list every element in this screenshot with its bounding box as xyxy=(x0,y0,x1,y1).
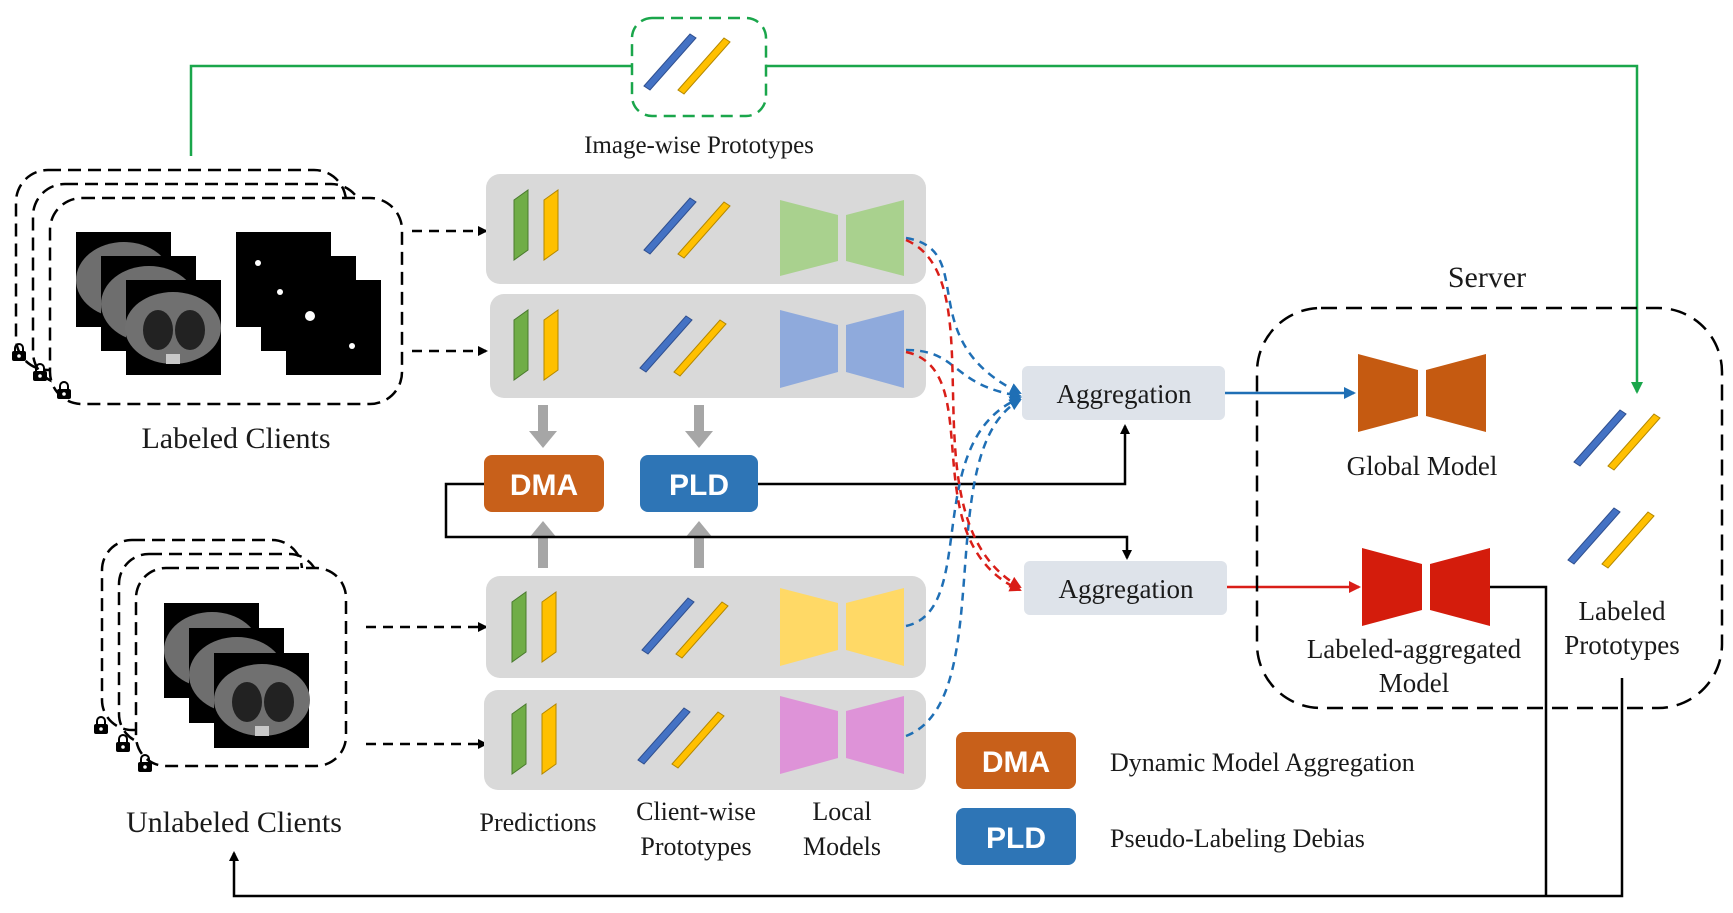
local-row-3 xyxy=(486,576,926,678)
legend-dma-text: Dynamic Model Aggregation xyxy=(1110,748,1415,777)
server-label: Server xyxy=(1448,261,1526,294)
local-model-icon xyxy=(780,588,838,666)
ct-scan-stack xyxy=(76,232,221,375)
image-wise-prototypes-label: Image-wise Prototypes xyxy=(584,132,814,159)
pld-module: PLD xyxy=(640,455,758,512)
local-model-icon xyxy=(780,696,838,774)
labeled-clients-label: Labeled Clients xyxy=(141,422,330,455)
labeled-aggregated-model-label-line2: Model xyxy=(1379,668,1450,698)
green-prototype-flow xyxy=(189,64,1643,394)
module-control-lines xyxy=(444,424,1132,560)
labeled-prototype-icon xyxy=(1567,507,1655,569)
pld-label: PLD xyxy=(669,469,729,502)
legend-dma-abbr: DMA xyxy=(982,746,1050,779)
segmentation-mask-stack xyxy=(236,232,381,375)
local-row-2 xyxy=(490,294,926,398)
ct-scan-stack xyxy=(164,603,310,748)
grey-arrows xyxy=(529,405,713,568)
dma-module: DMA xyxy=(484,455,604,512)
legend: DMA Dynamic Model Aggregation PLD Pseudo… xyxy=(956,732,1415,865)
aggregation-top-label: Aggregation xyxy=(1057,379,1192,409)
legend-item-pld: PLD Pseudo-Labeling Debias xyxy=(956,808,1365,865)
aggregation-bottom-label: Aggregation xyxy=(1059,574,1194,604)
server-feedback-lines xyxy=(229,585,1624,898)
local-model-icon xyxy=(780,310,838,388)
local-models-label-line2: Models xyxy=(803,832,881,861)
labeled-prototype-icon xyxy=(1573,409,1661,471)
lock-icon xyxy=(93,716,109,735)
unlabeled-clients-label: Unlabeled Clients xyxy=(126,806,342,839)
labeled-prototypes-label-line1: Labeled xyxy=(1579,596,1666,626)
server: Server Global Model Labeled-aggregated M… xyxy=(1255,261,1724,710)
client-to-row-arrows xyxy=(366,226,488,749)
aggregation-top: Aggregation xyxy=(1022,366,1225,420)
local-model-icon xyxy=(780,200,838,276)
client-wise-prototypes-label-line2: Prototypes xyxy=(640,832,751,861)
model-upload-curves xyxy=(905,236,1022,738)
labeled-clients: Labeled Clients xyxy=(11,168,404,455)
legend-pld-abbr: PLD xyxy=(986,822,1046,855)
labeled-aggregated-model-label-line1: Labeled-aggregated xyxy=(1307,634,1522,664)
dma-label: DMA xyxy=(510,469,578,502)
legend-item-dma: DMA Dynamic Model Aggregation xyxy=(956,732,1415,789)
labeled-prototypes-label-line2: Prototypes xyxy=(1564,630,1680,660)
lock-icon xyxy=(115,734,131,753)
predictions-label: Predictions xyxy=(480,808,597,837)
local-models-label-line1: Local xyxy=(812,797,871,826)
client-wise-prototypes-label-line1: Client-wise xyxy=(636,797,756,826)
aggregation-bottom: Aggregation xyxy=(1024,561,1227,615)
local-row-4 xyxy=(484,690,926,790)
server-boundary xyxy=(1255,306,1724,710)
image-wise-prototypes: Image-wise Prototypes xyxy=(584,16,814,159)
local-row-1 xyxy=(486,174,926,284)
labeled-aggregated-model-icon xyxy=(1362,548,1490,626)
lock-icon xyxy=(11,343,27,362)
global-model-label: Global Model xyxy=(1347,451,1498,481)
unlabeled-clients: Unlabeled Clients xyxy=(93,538,348,839)
image-wise-prototype-icon xyxy=(643,33,731,95)
legend-pld-text: Pseudo-Labeling Debias xyxy=(1110,824,1365,853)
global-model-icon xyxy=(1358,354,1486,432)
